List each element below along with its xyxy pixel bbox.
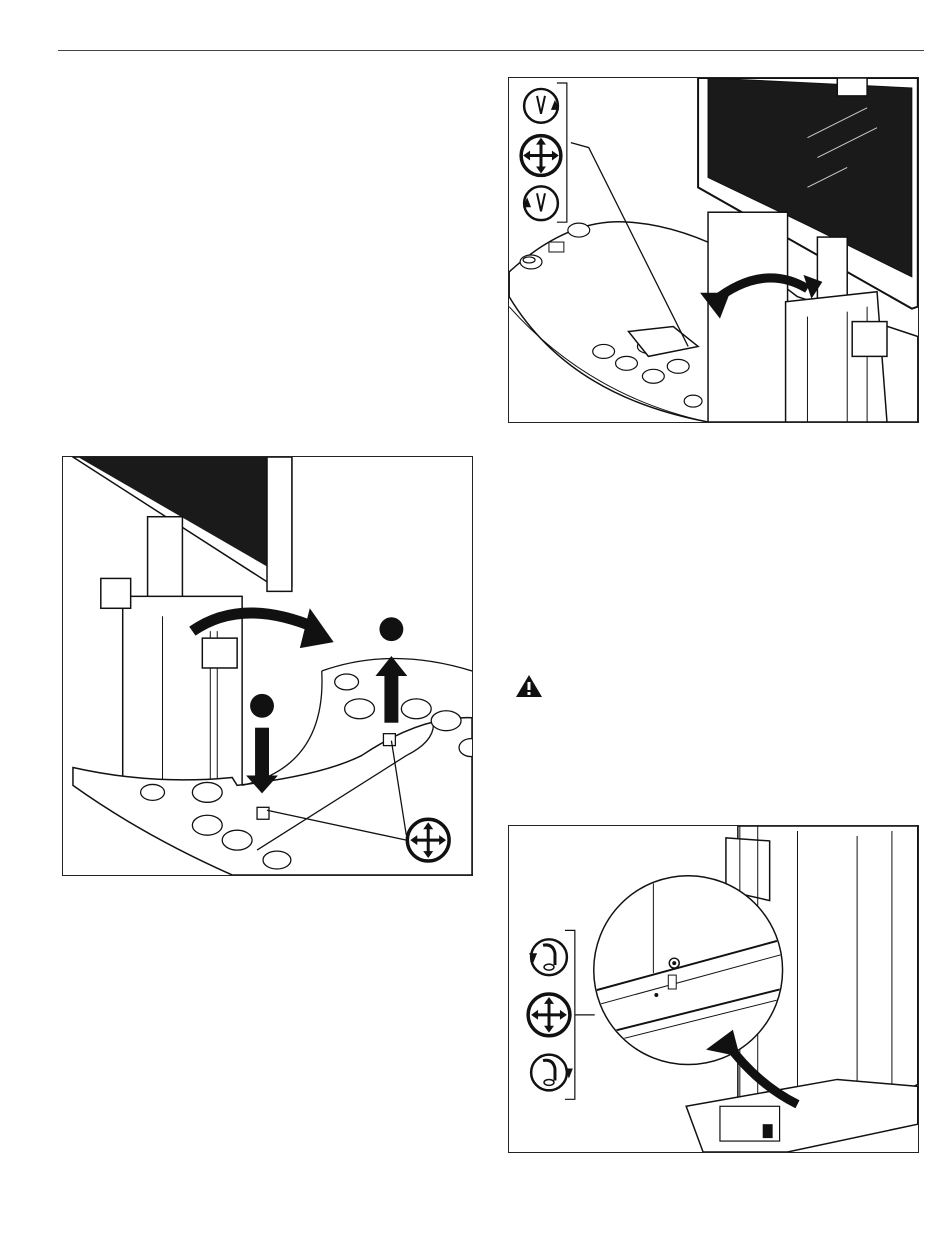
figure-rotate-column (508, 77, 919, 423)
caution-triangle-icon (515, 674, 543, 698)
rotate-clockwise-screw-icon (524, 89, 559, 123)
adjust-move-icon (528, 994, 570, 1036)
figure-2-illustration (63, 457, 472, 875)
loosen-icon (529, 939, 567, 975)
adjust-move-icon (521, 136, 561, 176)
adjust-move-icon (407, 819, 449, 861)
header-rule (58, 50, 924, 51)
rotate-counterclockwise-screw-icon (523, 186, 558, 220)
figure-loosen-screw (508, 825, 919, 1153)
tighten-icon (531, 1055, 573, 1091)
figure-3-illustration (509, 826, 918, 1152)
figure-remove-cover (62, 456, 473, 876)
figure-1-illustration (509, 78, 918, 422)
